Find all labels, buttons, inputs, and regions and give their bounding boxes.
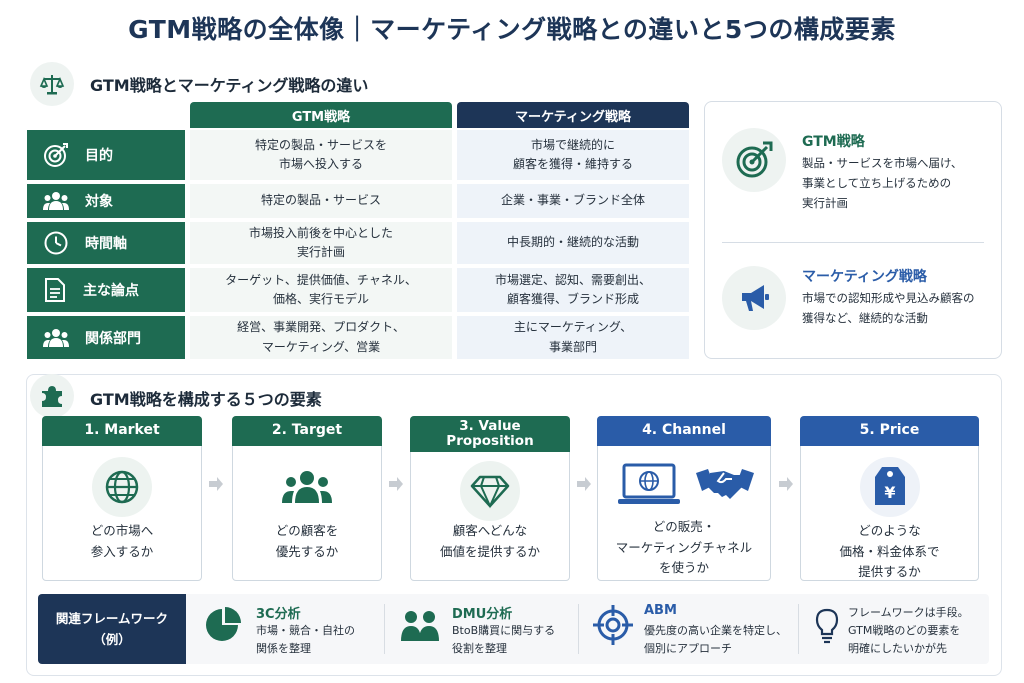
- price-tag-icon: ¥: [859, 457, 920, 517]
- framework-abm-title: ABM: [644, 603, 677, 618]
- cell-gtm-timeline: 市場投入前後を中心とした 実行計画: [190, 222, 452, 264]
- clock-icon: [44, 231, 68, 255]
- cell-gtm-departments: 経営、事業開発、プロダクト、 マーケティング、営業: [190, 316, 452, 359]
- element-card-channel: 4. Channel どの販売・ マーケティングチャネル を使うか: [597, 416, 771, 581]
- row-label-purpose: 目的: [27, 130, 185, 180]
- card-desc: どのような 価格・料金体系で 提供するか: [839, 523, 940, 580]
- arrow-right-icon: [779, 477, 793, 491]
- page-title: GTM戦略の全体像｜マーケティング戦略との違いと5つの構成要素: [128, 15, 896, 44]
- card-title: 3. Value Proposition: [410, 416, 570, 452]
- card-desc: 顧客へどんな 価値を提供するか: [439, 523, 540, 559]
- pie-chart-icon: [206, 607, 241, 641]
- element-card-market: 1. Market どの市場へ 参入するか: [42, 416, 202, 581]
- cell-marketing-departments: 主にマーケティング、 事業部門: [457, 316, 689, 359]
- row-label-key-points: 主な論点: [27, 268, 185, 312]
- globe-icon: [92, 457, 152, 517]
- summary-marketing-desc: 市場での認知形成や見込み顧客の 獲得など、継続的な活動: [802, 291, 975, 326]
- scale-icon: [30, 62, 74, 106]
- cell-gtm-purpose: 特定の製品・サービスを 市場へ投入する: [190, 130, 452, 180]
- divider: [384, 604, 385, 654]
- arrow-right-icon: [389, 477, 403, 491]
- team-icon: [401, 611, 439, 641]
- target-arrow-icon: [722, 128, 786, 192]
- divider: [578, 604, 579, 654]
- row-label-timeline: 時間軸: [27, 222, 185, 264]
- team-icon: [43, 328, 69, 347]
- card-title: 1. Market: [42, 416, 202, 446]
- summary-divider: [722, 242, 984, 243]
- element-card-value-proposition: 3. Value Proposition 顧客へどんな 価値を提供するか: [410, 416, 570, 581]
- elements-section-title: GTM戦略を構成する５つの要素: [90, 390, 322, 409]
- cell-gtm-key-points: ターゲット、提供価値、チャネル、 価格、実行モデル: [190, 268, 452, 312]
- column-header-gtm: GTM戦略: [190, 102, 452, 128]
- framework-label: 関連フレームワーク （例）: [38, 594, 186, 664]
- framework-dmu-title: DMU分析: [452, 607, 513, 622]
- diamond-icon: [460, 461, 520, 521]
- row-label-departments: 関係部門: [27, 316, 185, 359]
- cell-marketing-timeline: 中長期的・継続的な活動: [457, 222, 689, 264]
- cell-marketing-key-points: 市場選定、認知、需要創出、 顧客獲得、ブランド形成: [457, 268, 689, 312]
- element-card-target: 2. Target どの顧客を 優先するか: [232, 416, 382, 581]
- summary-gtm-desc: 製品・サービスを市場へ届け、 事業として立ち上げるための 実行計画: [802, 156, 963, 211]
- framework-3c-desc: 市場・競合・自社の 関係を整理: [256, 624, 355, 656]
- framework-abm-desc: 優先度の高い企業を特定し、 個別にアプローチ: [644, 624, 787, 656]
- card-desc: どの顧客を 優先するか: [275, 523, 339, 559]
- group-icon: [277, 457, 337, 517]
- cell-gtm-target: 特定の製品・サービス: [190, 184, 452, 218]
- framework-note: フレームワークは手段。 GTM戦略のどの要素を 明確にしたいかが先: [848, 606, 969, 656]
- cell-marketing-purpose: 市場で継続的に 顧客を獲得・維持する: [457, 130, 689, 180]
- summary-gtm-title: GTM戦略: [802, 134, 865, 150]
- document-icon: [45, 278, 65, 302]
- element-card-price: 5. Price ¥ どのような 価格・料金体系で 提供するか: [800, 416, 979, 581]
- people-icon: [43, 192, 69, 210]
- laptop-globe-icon: [618, 463, 680, 504]
- comparison-section-title: GTM戦略とマーケティング戦略の違い: [90, 76, 369, 95]
- column-header-marketing: マーケティング戦略: [457, 102, 689, 128]
- lightbulb-icon: [815, 608, 839, 644]
- card-title: 4. Channel: [597, 416, 771, 446]
- card-desc: どの販売・ マーケティングチャネル を使うか: [615, 519, 753, 576]
- divider: [798, 604, 799, 654]
- svg-text:¥: ¥: [884, 483, 895, 502]
- arrow-right-icon: [209, 477, 223, 491]
- card-title: 5. Price: [800, 416, 979, 446]
- framework-bar: [38, 594, 989, 664]
- framework-3c-title: 3C分析: [256, 607, 301, 622]
- card-title: 2. Target: [232, 416, 382, 446]
- puzzle-icon: [30, 374, 74, 418]
- arrow-right-icon: [577, 477, 591, 491]
- elements-frame: [26, 374, 1002, 676]
- framework-dmu-desc: BtoB購買に関与する 役割を整理: [452, 624, 556, 656]
- megaphone-icon: [722, 266, 786, 330]
- target-icon: [44, 143, 68, 167]
- crosshair-icon: [593, 605, 633, 645]
- row-label-target: 対象: [27, 184, 185, 218]
- cell-marketing-target: 企業・事業・ブランド全体: [457, 184, 689, 218]
- card-desc: どの市場へ 参入するか: [90, 523, 154, 559]
- handshake-icon: [696, 469, 754, 499]
- summary-marketing-title: マーケティング戦略: [802, 269, 927, 285]
